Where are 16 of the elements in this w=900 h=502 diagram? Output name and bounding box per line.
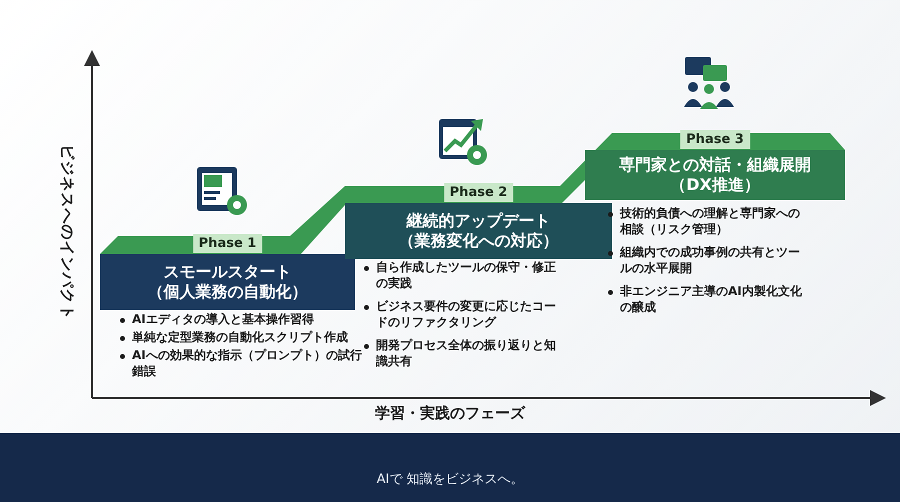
bullet-text: 自ら作成したツールの保守・修正の実践 bbox=[362, 260, 561, 292]
axis-label: 学習・実践のフェーズ bbox=[375, 404, 525, 422]
axis-label: ビジネスへのインパクト bbox=[58, 144, 76, 320]
phase-banner: スモールスタート（個人業務の自動化） bbox=[100, 254, 355, 310]
bullet-text: AIへの効果的な指示（プロンプト）の試行錯誤 bbox=[118, 348, 362, 380]
phase-banner: 継続的アップデート（業務変化への対応） bbox=[345, 203, 612, 259]
bullet-text: ビジネス要件の変更に応じたコードのリファクタリング bbox=[362, 299, 561, 330]
bullet-text: 開発プロセス全体の振り返りと知識共有 bbox=[362, 338, 561, 370]
phase-tag: Phase 1 bbox=[192, 234, 262, 253]
bullet-text: AIエディタの導入と基本操作習得 bbox=[118, 312, 362, 328]
phase-banner: 専門家との対話・組織展開（DX推進） bbox=[585, 150, 845, 200]
bullet-text: 単純な定型業務の自動化スクリプト作成 bbox=[118, 330, 362, 346]
phase-tag: Phase 3 bbox=[680, 130, 750, 149]
phase-tag: Phase 2 bbox=[444, 183, 514, 202]
bullet-text: 非エンジニア主導のAI内製化文化の醸成 bbox=[606, 284, 805, 316]
tagline-text: AIで 知識をビジネスへ。 bbox=[376, 472, 524, 487]
